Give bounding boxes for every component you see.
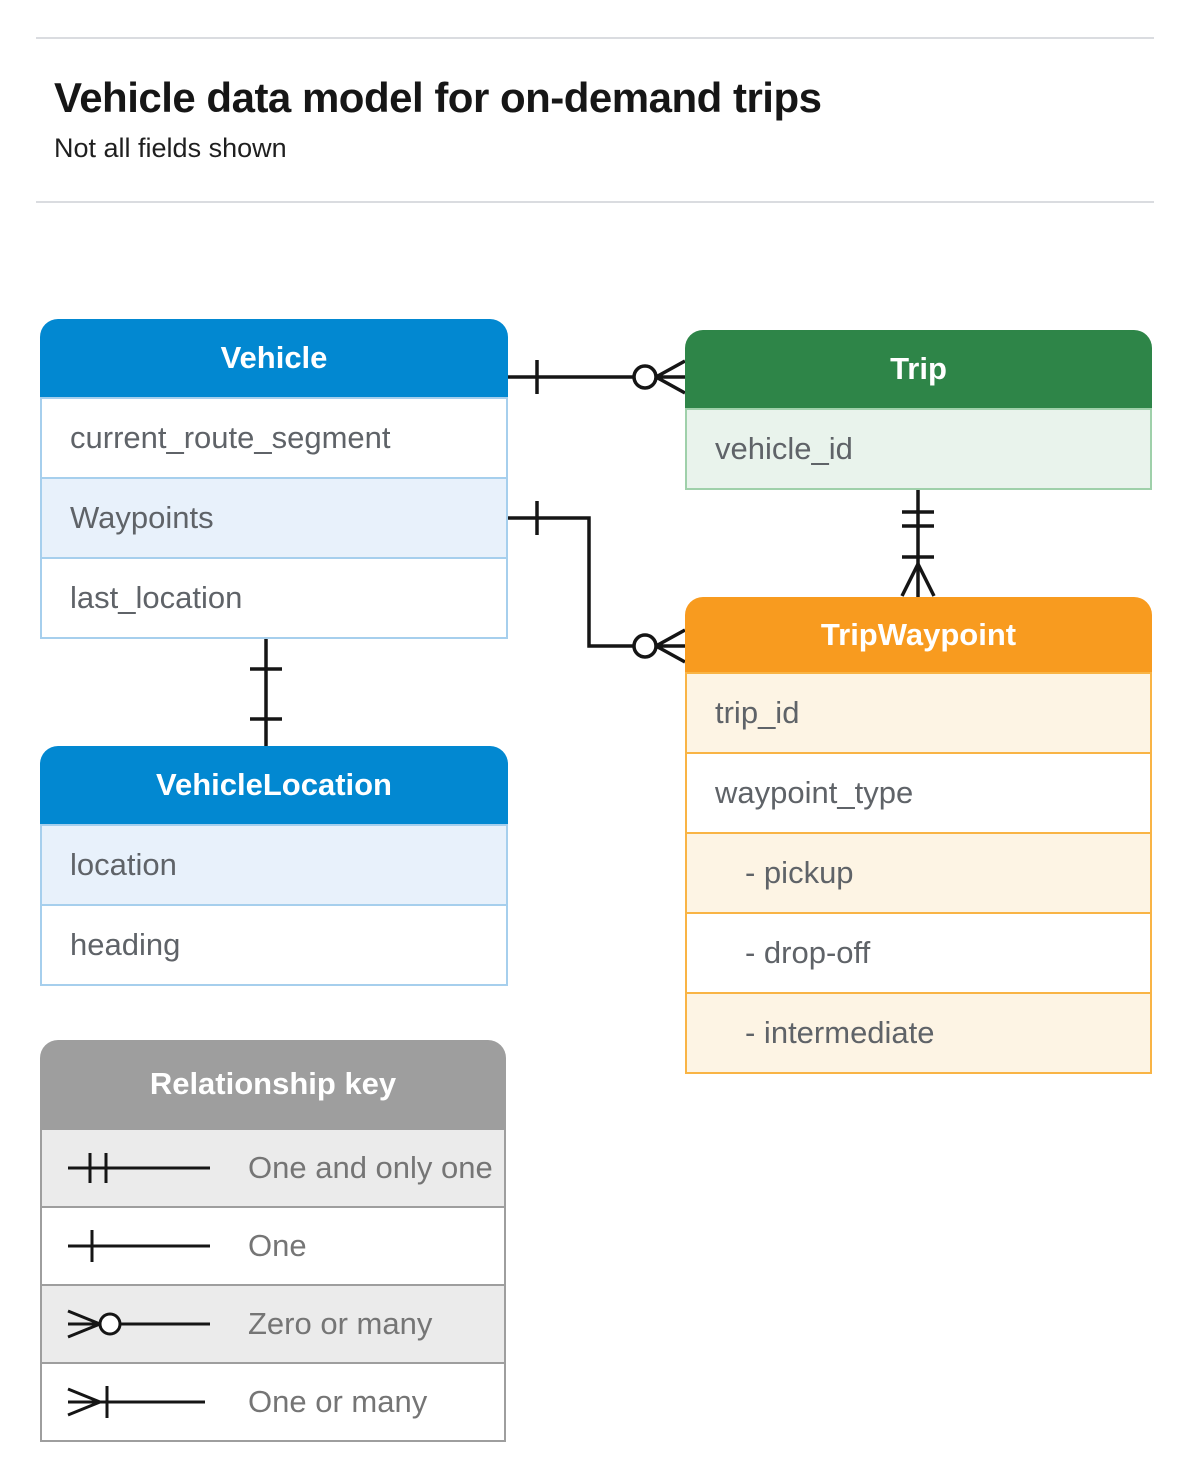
- field-drop-off: - drop-off: [687, 912, 1150, 992]
- entity-tripwaypoint: TripWaypoint trip_id waypoint_type - pic…: [685, 597, 1152, 1074]
- entity-vehiclelocation-title: VehicleLocation: [40, 746, 508, 824]
- field-location: location: [42, 826, 506, 904]
- key-item-label: One and only one: [248, 1150, 493, 1185]
- zero-or-many-icon: [67, 1309, 210, 1339]
- relationship-key: Relationship key One and only one One: [40, 1040, 506, 1442]
- one-and-only-one-icon: [68, 1153, 210, 1183]
- field-pickup: - pickup: [687, 832, 1150, 912]
- field-trip-id: trip_id: [687, 674, 1150, 752]
- one-icon: [68, 1230, 210, 1262]
- entity-tripwaypoint-title: TripWaypoint: [685, 597, 1152, 672]
- entity-tripwaypoint-fields: trip_id waypoint_type - pickup - drop-of…: [685, 672, 1152, 1074]
- field-vehicle-id: vehicle_id: [687, 410, 1150, 488]
- key-item-one: One: [42, 1206, 504, 1284]
- key-item-one-and-only-one: One and only one: [42, 1130, 504, 1206]
- entity-trip-fields: vehicle_id: [685, 408, 1152, 490]
- connector-trip-tripwaypoint: [900, 489, 936, 597]
- relationship-key-items: One and only one One Zero or many: [40, 1128, 506, 1442]
- top-divider: [36, 37, 1154, 39]
- entity-trip-title: Trip: [685, 330, 1152, 408]
- entity-vehiclelocation-fields: location heading: [40, 824, 508, 986]
- entity-trip: Trip vehicle_id: [685, 330, 1152, 490]
- field-intermediate: - intermediate: [687, 992, 1150, 1072]
- entity-vehicle-title: Vehicle: [40, 319, 508, 397]
- entity-vehiclelocation: VehicleLocation location heading: [40, 746, 508, 986]
- entity-vehicle: Vehicle current_route_segment Waypoints …: [40, 319, 508, 639]
- subtitle-divider: [36, 201, 1154, 203]
- field-current-route-segment: current_route_segment: [42, 399, 506, 477]
- key-item-label: Zero or many: [248, 1306, 433, 1341]
- page-subtitle: Not all fields shown: [54, 133, 287, 163]
- key-item-label: One: [248, 1228, 307, 1263]
- connector-vehicle-trip: [508, 359, 686, 395]
- relationship-key-title: Relationship key: [40, 1040, 506, 1128]
- key-item-one-or-many: One or many: [42, 1362, 504, 1440]
- one-or-many-icon: [67, 1386, 205, 1418]
- key-item-zero-or-many: Zero or many: [42, 1284, 504, 1362]
- field-heading: heading: [42, 904, 506, 984]
- field-waypoints: Waypoints: [42, 477, 506, 557]
- field-waypoint-type: waypoint_type: [687, 752, 1150, 832]
- connector-vehicle-vehiclelocation: [250, 637, 282, 746]
- page-title: Vehicle data model for on-demand trips: [54, 74, 822, 121]
- field-last-location: last_location: [42, 557, 506, 637]
- key-item-label: One or many: [248, 1384, 428, 1419]
- connector-waypoints-tripwaypoint: [508, 501, 686, 664]
- entity-vehicle-fields: current_route_segment Waypoints last_loc…: [40, 397, 508, 639]
